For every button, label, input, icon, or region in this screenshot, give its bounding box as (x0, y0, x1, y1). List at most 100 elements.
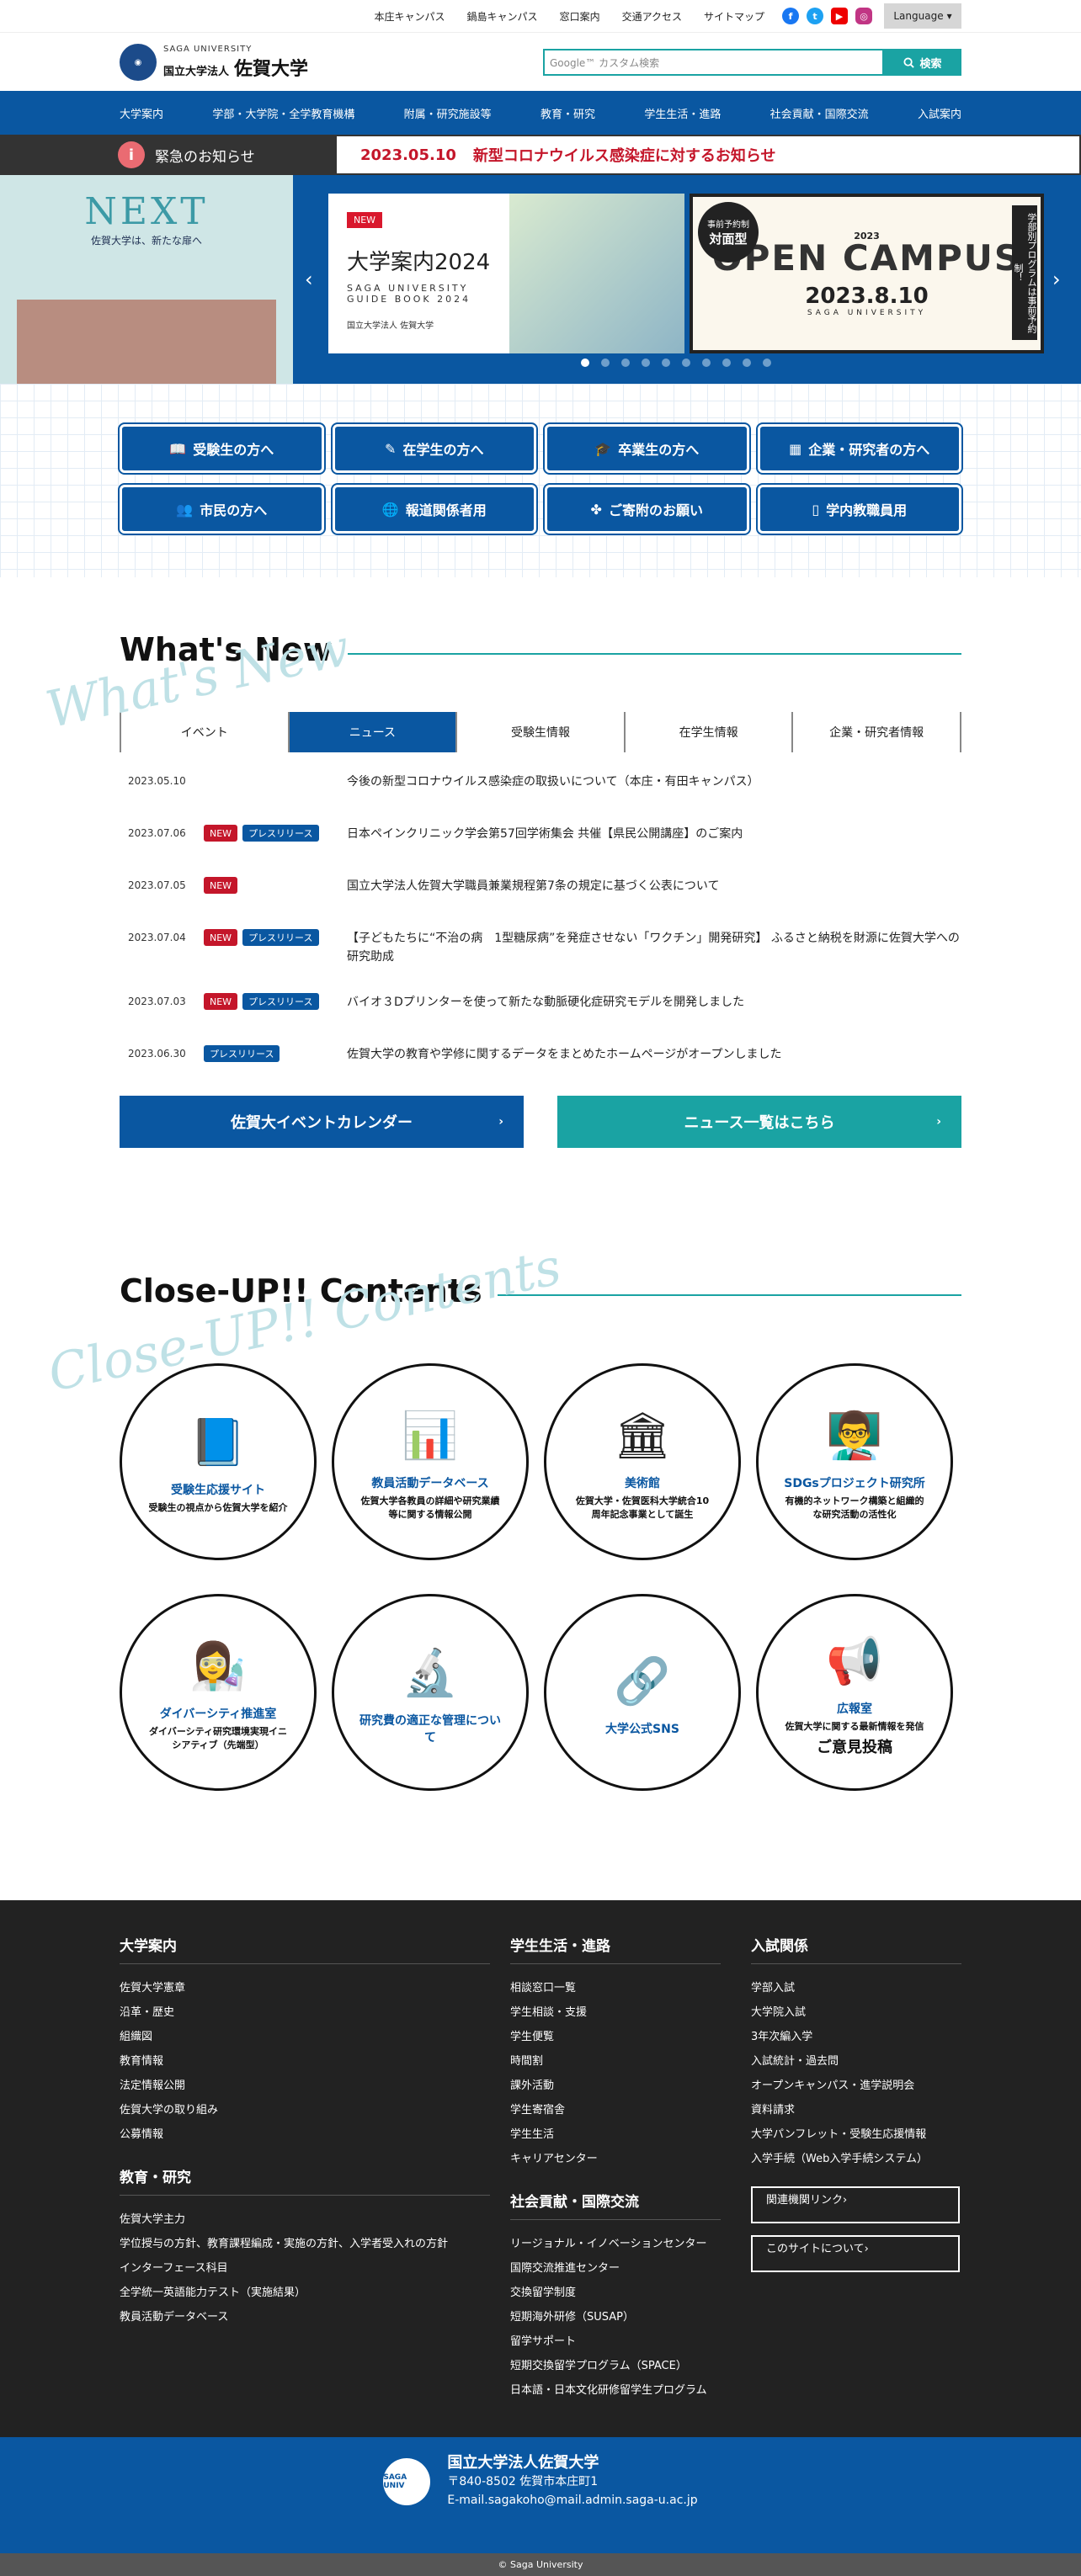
carousel-dot[interactable] (722, 359, 731, 367)
topbar-link-access[interactable]: 交通アクセス (621, 10, 682, 23)
closeup-item[interactable]: 👩‍🔬 ダイバーシティ推進室 ダイバーシティ研究環境実現イニシアティブ（先端型） (120, 1594, 317, 1791)
nav-student-life[interactable]: 学生生活・進路 (644, 108, 722, 121)
nav-faculties[interactable]: 学部・大学院・全学教育機構 (212, 108, 355, 121)
carousel-dot[interactable] (581, 359, 589, 367)
twitter-icon[interactable]: t (807, 8, 823, 24)
footer-link[interactable]: 大学院入試 (751, 2006, 807, 2019)
footer-email[interactable]: E-mail.sagakoho@mail.admin.saga-u.ac.jp (447, 2494, 698, 2507)
footer-link[interactable]: オープンキャンパス・進学説明会 (751, 2079, 915, 2092)
tab-applicants[interactable]: 受験生情報 (457, 712, 626, 752)
footer-link[interactable]: 大学パンフレット・受験生応援情報 (751, 2128, 927, 2141)
footer-link[interactable]: 留学サポート (510, 2335, 577, 2348)
slide-guidebook[interactable]: NEW 大学案内2024 SAGA UNIVERSITY GUIDE BOOK … (328, 194, 684, 353)
closeup-item[interactable]: 📢 広報室 佐賀大学に関する最新情報を発信 ご意見投稿 (756, 1594, 953, 1791)
closeup-item[interactable]: 🏛 美術館 佐賀大学・佐賀医科大学統合10周年記念事業として誕生 (544, 1363, 741, 1560)
facebook-icon[interactable]: f (782, 8, 799, 24)
about-site-button[interactable]: このサイトについて› (751, 2235, 960, 2272)
footer-link[interactable]: 資料請求 (751, 2104, 796, 2117)
footer-link[interactable]: 相談窓口一覧 (510, 1982, 577, 1994)
news-list-button[interactable]: ニュース一覧はこちら› (557, 1096, 961, 1148)
carousel-dot[interactable] (702, 359, 711, 367)
nav-facilities[interactable]: 附属・研究施設等 (403, 108, 492, 121)
footer-link[interactable]: 組織図 (120, 2031, 153, 2043)
news-item[interactable]: 2023.05.10 今後の新型コロナウイルス感染症の取扱いについて（本庄・有田… (120, 759, 961, 811)
search-button[interactable]: 検索 (884, 49, 961, 76)
footer-link[interactable]: 国際交流推進センター (510, 2262, 620, 2275)
carousel-dot[interactable] (662, 359, 670, 367)
footer-link[interactable]: 全学統一英語能力テスト（実施結果） (120, 2287, 306, 2299)
topbar-link-honjo[interactable]: 本庄キャンパス (374, 10, 445, 23)
topbar-link-counter[interactable]: 窓口案内 (559, 10, 600, 23)
carousel-dot[interactable] (743, 359, 751, 367)
footer-link[interactable]: 入学手続（Web入学手続システム） (751, 2153, 928, 2165)
nav-community[interactable]: 社会貢献・国際交流 (769, 108, 869, 121)
closeup-item[interactable]: 🔗 大学公式SNS (544, 1594, 741, 1791)
footer-link[interactable]: 佐賀大学憲章 (120, 1982, 186, 1994)
footer-link[interactable]: 入試統計・過去問 (751, 2055, 839, 2068)
tab-news[interactable]: ニュース (289, 712, 458, 752)
footer-link[interactable]: 学生相談・支援 (510, 2006, 588, 2019)
topbar-link-sitemap[interactable]: サイトマップ (703, 10, 764, 23)
instagram-icon[interactable]: ◎ (855, 8, 872, 24)
audience-prospective[interactable]: 📖受験生の方へ (118, 422, 326, 475)
footer-link[interactable]: 学生寄宿舎 (510, 2104, 566, 2117)
news-item[interactable]: 2023.07.05 NEW 国立大学法人佐賀大学職員兼業規程第7条の規定に基づ… (120, 863, 961, 916)
footer-link[interactable]: リージョナル・イノベーションセンター (510, 2238, 707, 2250)
audience-citizens[interactable]: 👥市民の方へ (118, 483, 326, 535)
nav-admissions[interactable]: 入試案内 (917, 108, 961, 121)
closeup-item[interactable]: 🔬 研究費の適正な管理について (332, 1594, 529, 1791)
footer-link[interactable]: 日本語・日本文化研修留学生プログラム (510, 2384, 707, 2397)
language-selector[interactable]: Language ▾ (884, 3, 961, 29)
footer-link[interactable]: 公募情報 (120, 2128, 164, 2141)
audience-staff[interactable]: ▯学内教職員用 (755, 483, 963, 535)
carousel-dot[interactable] (682, 359, 690, 367)
emergency-link[interactable]: 2023.05.10 新型コロナウイルス感染症に対するお知らせ (337, 135, 1081, 175)
search-input[interactable]: Google™ カスタム検索 (543, 49, 884, 76)
audience-press[interactable]: 🌐報道関係者用 (330, 483, 538, 535)
audience-business[interactable]: ▦企業・研究者の方へ (755, 422, 963, 475)
footer-link[interactable]: キャリアセンター (510, 2153, 598, 2165)
carousel-dot[interactable] (601, 359, 610, 367)
carousel-prev-arrow[interactable]: ‹ (305, 268, 313, 291)
tab-business[interactable]: 企業・研究者情報 (793, 712, 961, 752)
slide-open-campus[interactable]: 事前予約制 対面型 2023 OPEN CAMPUS 2023.8.10 SAG… (690, 194, 1044, 353)
nav-education[interactable]: 教育・研究 (540, 108, 595, 121)
footer-link[interactable]: 学部入試 (751, 1982, 796, 1994)
youtube-icon[interactable]: ▶ (831, 8, 848, 24)
footer-link[interactable]: インターフェース科目 (120, 2262, 228, 2275)
footer-link[interactable]: 佐賀大学の取り組み (120, 2104, 219, 2117)
nav-about[interactable]: 大学案内 (120, 108, 164, 121)
footer-link[interactable]: 法定情報公開 (120, 2079, 186, 2092)
related-links-button[interactable]: 関連機関リンク› (751, 2186, 960, 2223)
tab-events[interactable]: イベント (121, 712, 290, 752)
footer-link[interactable]: 学生便覧 (510, 2031, 555, 2043)
footer-link[interactable]: 教育情報 (120, 2055, 164, 2068)
footer-link[interactable]: 教員活動データベース (120, 2311, 229, 2324)
footer-link[interactable]: 時間割 (510, 2055, 544, 2068)
audience-donation[interactable]: ✤ご寄附のお願い (543, 483, 751, 535)
footer-link[interactable]: 学位授与の方針、教育課程編成・実施の方針、入学者受入れの方針 (120, 2238, 449, 2250)
carousel-next-arrow[interactable]: › (1052, 268, 1061, 291)
footer-link[interactable]: 佐賀大学主力 (120, 2213, 186, 2226)
audience-current[interactable]: ✎在学生の方へ (330, 422, 538, 475)
carousel-dot[interactable] (763, 359, 771, 367)
footer-link[interactable]: 課外活動 (510, 2079, 555, 2092)
footer-link[interactable]: 短期海外研修（SUSAP） (510, 2311, 634, 2324)
closeup-item[interactable]: 📊 教員活動データベース 佐賀大学各教員の詳細や研究業績等に関する情報公開 (332, 1363, 529, 1560)
audience-alumni[interactable]: 🎓卒業生の方へ (543, 422, 751, 475)
event-calendar-button[interactable]: 佐賀大イベントカレンダー› (120, 1096, 524, 1148)
closeup-item[interactable]: 📘 受験生応援サイト 受験生の視点から佐賀大学を紹介 (120, 1363, 317, 1560)
news-item[interactable]: 2023.06.30 プレスリリース 佐賀大学の教育や学修に関するデータをまとめ… (120, 1032, 961, 1084)
footer-link[interactable]: 3年次編入学 (751, 2031, 813, 2043)
closeup-item[interactable]: 👨‍🏫 SDGsプロジェクト研究所 有機的ネットワーク構築と組織的な研究活動の活… (756, 1363, 953, 1560)
footer-link[interactable]: 沿革・歴史 (120, 2006, 175, 2019)
topbar-link-nabeshima[interactable]: 鍋島キャンパス (466, 10, 538, 23)
footer-link[interactable]: 短期交換留学プログラム（SPACE） (510, 2360, 687, 2372)
footer-link[interactable]: 学生生活 (510, 2128, 555, 2141)
tab-students[interactable]: 在学生情報 (626, 712, 794, 752)
footer-link[interactable]: 交換留学制度 (510, 2287, 577, 2299)
site-logo[interactable]: ◉ SAGA UNIVERSITY 国立大学法人佐賀大学 (120, 44, 308, 81)
